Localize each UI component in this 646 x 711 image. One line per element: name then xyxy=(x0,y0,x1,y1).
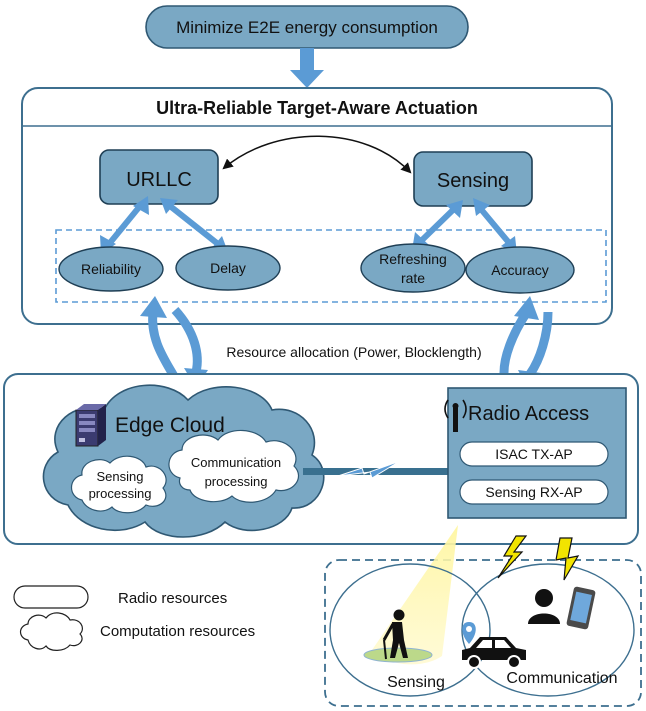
urllc-sensing-tradeoff-arrow xyxy=(222,135,412,174)
sensing-accuracy-arrowhead-top xyxy=(473,198,490,216)
backhaul-wireless-bolt-icon xyxy=(337,460,401,479)
sensing-rx-ap-label: Sensing RX-AP xyxy=(485,484,582,500)
delay-metric xyxy=(175,245,281,291)
sensing-processing-line2: processing xyxy=(89,486,152,501)
urllc-reliability-arrowhead-top xyxy=(133,196,149,215)
location-pin-icon xyxy=(462,622,476,644)
car-icon xyxy=(462,637,526,669)
sensing-label: Sensing xyxy=(437,170,509,192)
scene-sensing-label: Sensing xyxy=(387,674,445,691)
refreshing-rate-label-line2: rate xyxy=(401,270,425,286)
goal-label: Minimize E2E energy consumption xyxy=(176,18,438,37)
urllc-delay-arrow xyxy=(168,203,220,247)
user-person-icon xyxy=(528,589,560,624)
accuracy-label: Accuracy xyxy=(491,262,549,278)
sensing-zone xyxy=(329,563,491,697)
communication-zone xyxy=(461,563,635,697)
actuation-title: Ultra-Reliable Target-Aware Actuation xyxy=(156,98,478,118)
sensing-processing-line1: Sensing xyxy=(97,469,144,484)
radio-access-title: Radio Access xyxy=(468,403,589,425)
communication-processing-line1: Communication xyxy=(191,455,281,470)
legend-computation-resource-symbol xyxy=(19,612,83,651)
reliability-metric xyxy=(58,246,164,292)
communication-processing-cloud xyxy=(168,429,300,503)
edge-cloud-title: Edge Cloud xyxy=(115,414,225,437)
server-icon xyxy=(75,404,106,447)
sensing-rx-ap-box xyxy=(459,479,609,505)
urllc-reliability-arrow xyxy=(106,204,143,246)
delay-label: Delay xyxy=(210,260,246,276)
smartphone-icon xyxy=(566,586,596,630)
legend-radio-resources-label: Radio resources xyxy=(118,590,227,607)
antenna-icon xyxy=(444,399,467,432)
sensing-refreshing-arrowhead-top xyxy=(446,200,463,218)
urllc-box xyxy=(99,149,219,205)
sensing-refreshing-arrow xyxy=(417,205,458,245)
urllc-delay-arrowhead-top xyxy=(160,198,178,214)
isac-tx-ap-label: ISAC TX-AP xyxy=(495,446,573,462)
scene-dashed-frame xyxy=(324,559,642,707)
comm-lightning-bolt-right-icon xyxy=(555,537,580,581)
scene-communication-label: Communication xyxy=(506,670,617,687)
sensing-box xyxy=(413,151,533,207)
sensing-processing-cloud xyxy=(70,455,167,514)
reliability-label: Reliability xyxy=(81,261,141,277)
communication-processing-line2: processing xyxy=(205,474,268,489)
comm-lightning-bolt-left-icon xyxy=(497,535,528,579)
elderly-pedestrian-icon xyxy=(382,609,408,660)
refreshing-rate-label-line1: Refreshing xyxy=(379,251,447,267)
isac-tx-ap-box xyxy=(459,441,609,467)
target-ground-mark xyxy=(363,647,433,663)
legend-computation-resources-label: Computation resources xyxy=(100,623,255,640)
sensing-accuracy-arrow xyxy=(477,206,513,246)
legend-radio-resource-symbol xyxy=(13,585,89,609)
metrics-dashed-frame xyxy=(55,229,607,303)
resource-allocation-label: Resource allocation (Power, Blocklength) xyxy=(226,344,481,360)
accuracy-metric xyxy=(465,246,575,294)
refreshing-rate-metric xyxy=(360,243,466,293)
goal-to-actuation-arrow xyxy=(290,48,324,88)
urllc-label: URLLC xyxy=(126,169,192,191)
